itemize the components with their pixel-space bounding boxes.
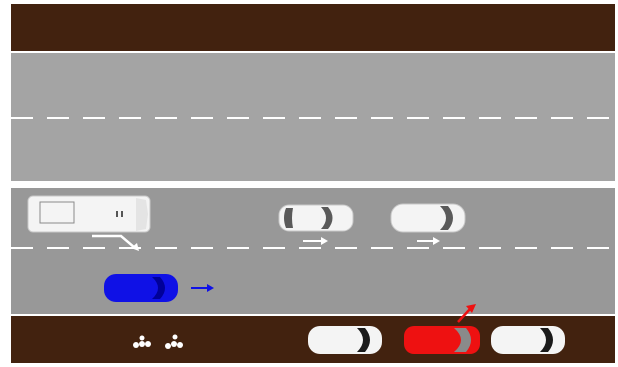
truck-body xyxy=(28,196,150,232)
parked-white-car-1 xyxy=(308,326,382,354)
pedestrian-1-foot xyxy=(140,336,145,341)
truck-vehicle xyxy=(28,196,150,232)
truck-light-a xyxy=(116,211,118,217)
white-car-2-body xyxy=(391,204,465,232)
white-car-1 xyxy=(279,205,353,231)
pedestrian-1-shoulder-left xyxy=(133,342,139,348)
white-car-1-rear-window xyxy=(284,208,293,228)
pedestrian-1-head xyxy=(139,341,145,347)
parked-car-1-body xyxy=(308,326,382,354)
top-curb xyxy=(11,4,615,51)
ego-blue-car xyxy=(104,274,178,302)
truck-cab-front xyxy=(136,198,148,231)
parked-red-car xyxy=(404,326,480,354)
parked-car-3-body xyxy=(491,326,565,354)
ego-car-body xyxy=(104,274,178,302)
white-car-1-roof xyxy=(293,208,319,228)
pedestrian-2-foot xyxy=(173,335,178,340)
truck-light-b xyxy=(121,211,123,217)
pedestrian-2-shoulder-left xyxy=(165,343,171,349)
parked-white-car-3 xyxy=(491,326,565,354)
pedestrian-2-head xyxy=(171,341,177,347)
pedestrian-2-shoulder-right xyxy=(177,342,183,348)
white-car-2 xyxy=(391,204,465,232)
pedestrian-1-shoulder-right xyxy=(145,341,151,347)
